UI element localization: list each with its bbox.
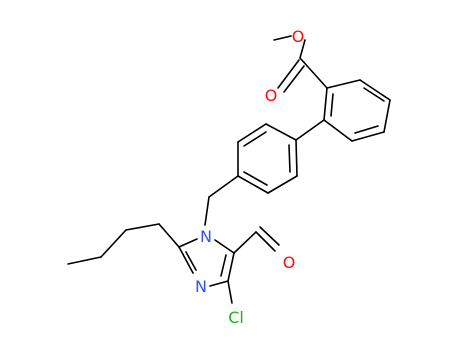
ring-a-bond	[323, 119, 353, 142]
benzyl-ch2-bond	[208, 175, 239, 198]
imidazole-bond	[214, 239, 235, 254]
imidazole-n3-label: N	[195, 277, 207, 296]
c-cl-bond	[227, 280, 233, 304]
imidazole-ring	[178, 238, 235, 287]
methyl-ester-group	[273, 35, 328, 93]
aldehyde-double	[255, 231, 276, 252]
ester-carbonyl-oxygen-label: O	[265, 86, 278, 105]
phenyl-ring	[237, 123, 298, 194]
ring-b-bond	[295, 139, 298, 177]
ring-a-bond	[323, 87, 328, 121]
butyl-bond	[100, 229, 127, 258]
ring-a-bond	[383, 99, 391, 133]
ring-b-bond	[267, 175, 298, 194]
ring-a-bond	[359, 79, 391, 101]
imidazole-bond	[178, 238, 198, 248]
ring-a-bond	[351, 131, 385, 142]
biaryl-bond	[295, 119, 325, 141]
aldehyde-oxygen-label: O	[283, 253, 296, 272]
imidazole-bond	[209, 280, 229, 287]
butyl-bond	[125, 223, 160, 231]
imidazole-bond	[227, 252, 235, 282]
ring-b-bond	[288, 144, 291, 173]
ring-b-bond	[237, 175, 269, 194]
ring-a-bond	[363, 87, 385, 102]
butyl-chain	[67, 223, 180, 265]
ring-a-bond	[330, 93, 334, 117]
bond-carbonyl-double-inner	[283, 65, 305, 93]
ring-b-bond	[237, 123, 267, 143]
imidazole-bond	[178, 246, 194, 274]
bond-methyl-o	[273, 35, 292, 41]
ring-a-bond	[326, 79, 361, 89]
ring-b-bond	[243, 171, 268, 186]
bond-o-carbonyl-c	[299, 39, 306, 59]
ring-a-bond	[354, 125, 379, 134]
aldehyde-double-inner	[259, 226, 280, 246]
bond-carbonyl-double	[277, 59, 300, 89]
imidazole-bond	[185, 251, 197, 271]
ring-b-bond	[243, 131, 267, 147]
aldehyde-bond	[233, 231, 257, 254]
imidazole-bond	[220, 254, 227, 277]
butyl-bond	[158, 223, 180, 248]
ch2-n1-bond	[204, 196, 210, 226]
bond-carbonyl-ring	[299, 57, 328, 89]
ester-methoxy-oxygen-label: O	[292, 27, 305, 46]
aldehyde-group	[233, 226, 280, 254]
chlorine-label: Cl	[228, 308, 244, 327]
butyl-bond	[67, 256, 102, 265]
imidazole-n1-label: N	[200, 227, 212, 246]
benzoate-ring	[323, 79, 391, 142]
ring-b-bond	[265, 123, 297, 141]
